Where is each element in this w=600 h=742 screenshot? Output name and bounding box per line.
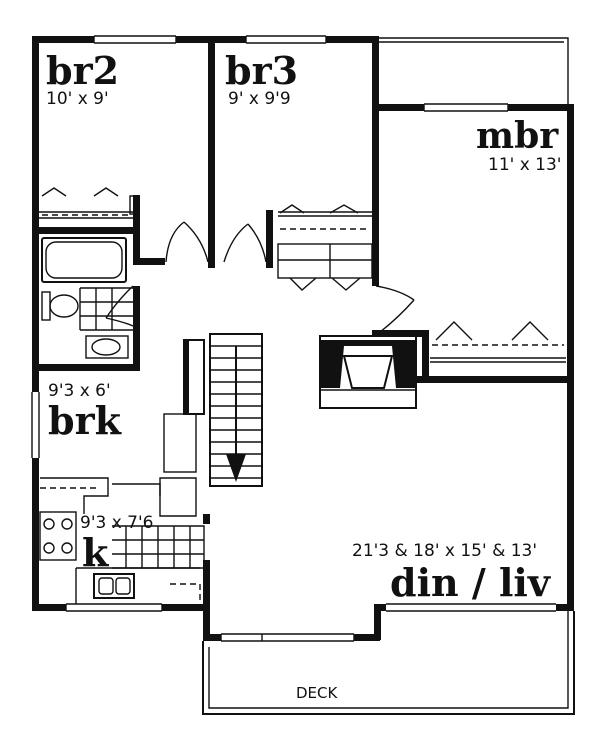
br2-name: br2 — [46, 48, 119, 93]
k-name: k — [82, 530, 109, 575]
mbr-name: mbr — [476, 115, 559, 157]
upper-right-outline — [378, 37, 569, 104]
kitchen-fixtures — [39, 477, 205, 604]
br3-dims: 9' x 9'9 — [228, 89, 291, 109]
windows — [31, 35, 556, 642]
brk-dims: 9'3 x 6' — [48, 381, 111, 401]
bathroom-fixtures — [41, 237, 133, 359]
interior-walls — [32, 36, 574, 524]
brk-name: brk — [48, 398, 122, 443]
mbr-dims: 11' x 13' — [488, 155, 561, 175]
deck-label: DECK — [296, 684, 339, 702]
din-liv-dims: 21'3 & 18' x 15' & 13' — [352, 541, 537, 561]
k-dims: 9'3 x 7'6 — [80, 513, 153, 533]
br3-name: br3 — [225, 48, 298, 93]
room-labels: br2 10' x 9' br3 9' x 9'9 mbr 11' x 13' … — [46, 48, 561, 702]
stairs — [163, 333, 263, 487]
fireplace — [319, 335, 417, 409]
deck — [202, 611, 575, 715]
closets — [39, 187, 566, 363]
doors — [105, 221, 415, 333]
din-liv-name: din / liv — [390, 560, 552, 605]
br2-dims: 10' x 9' — [46, 89, 109, 109]
